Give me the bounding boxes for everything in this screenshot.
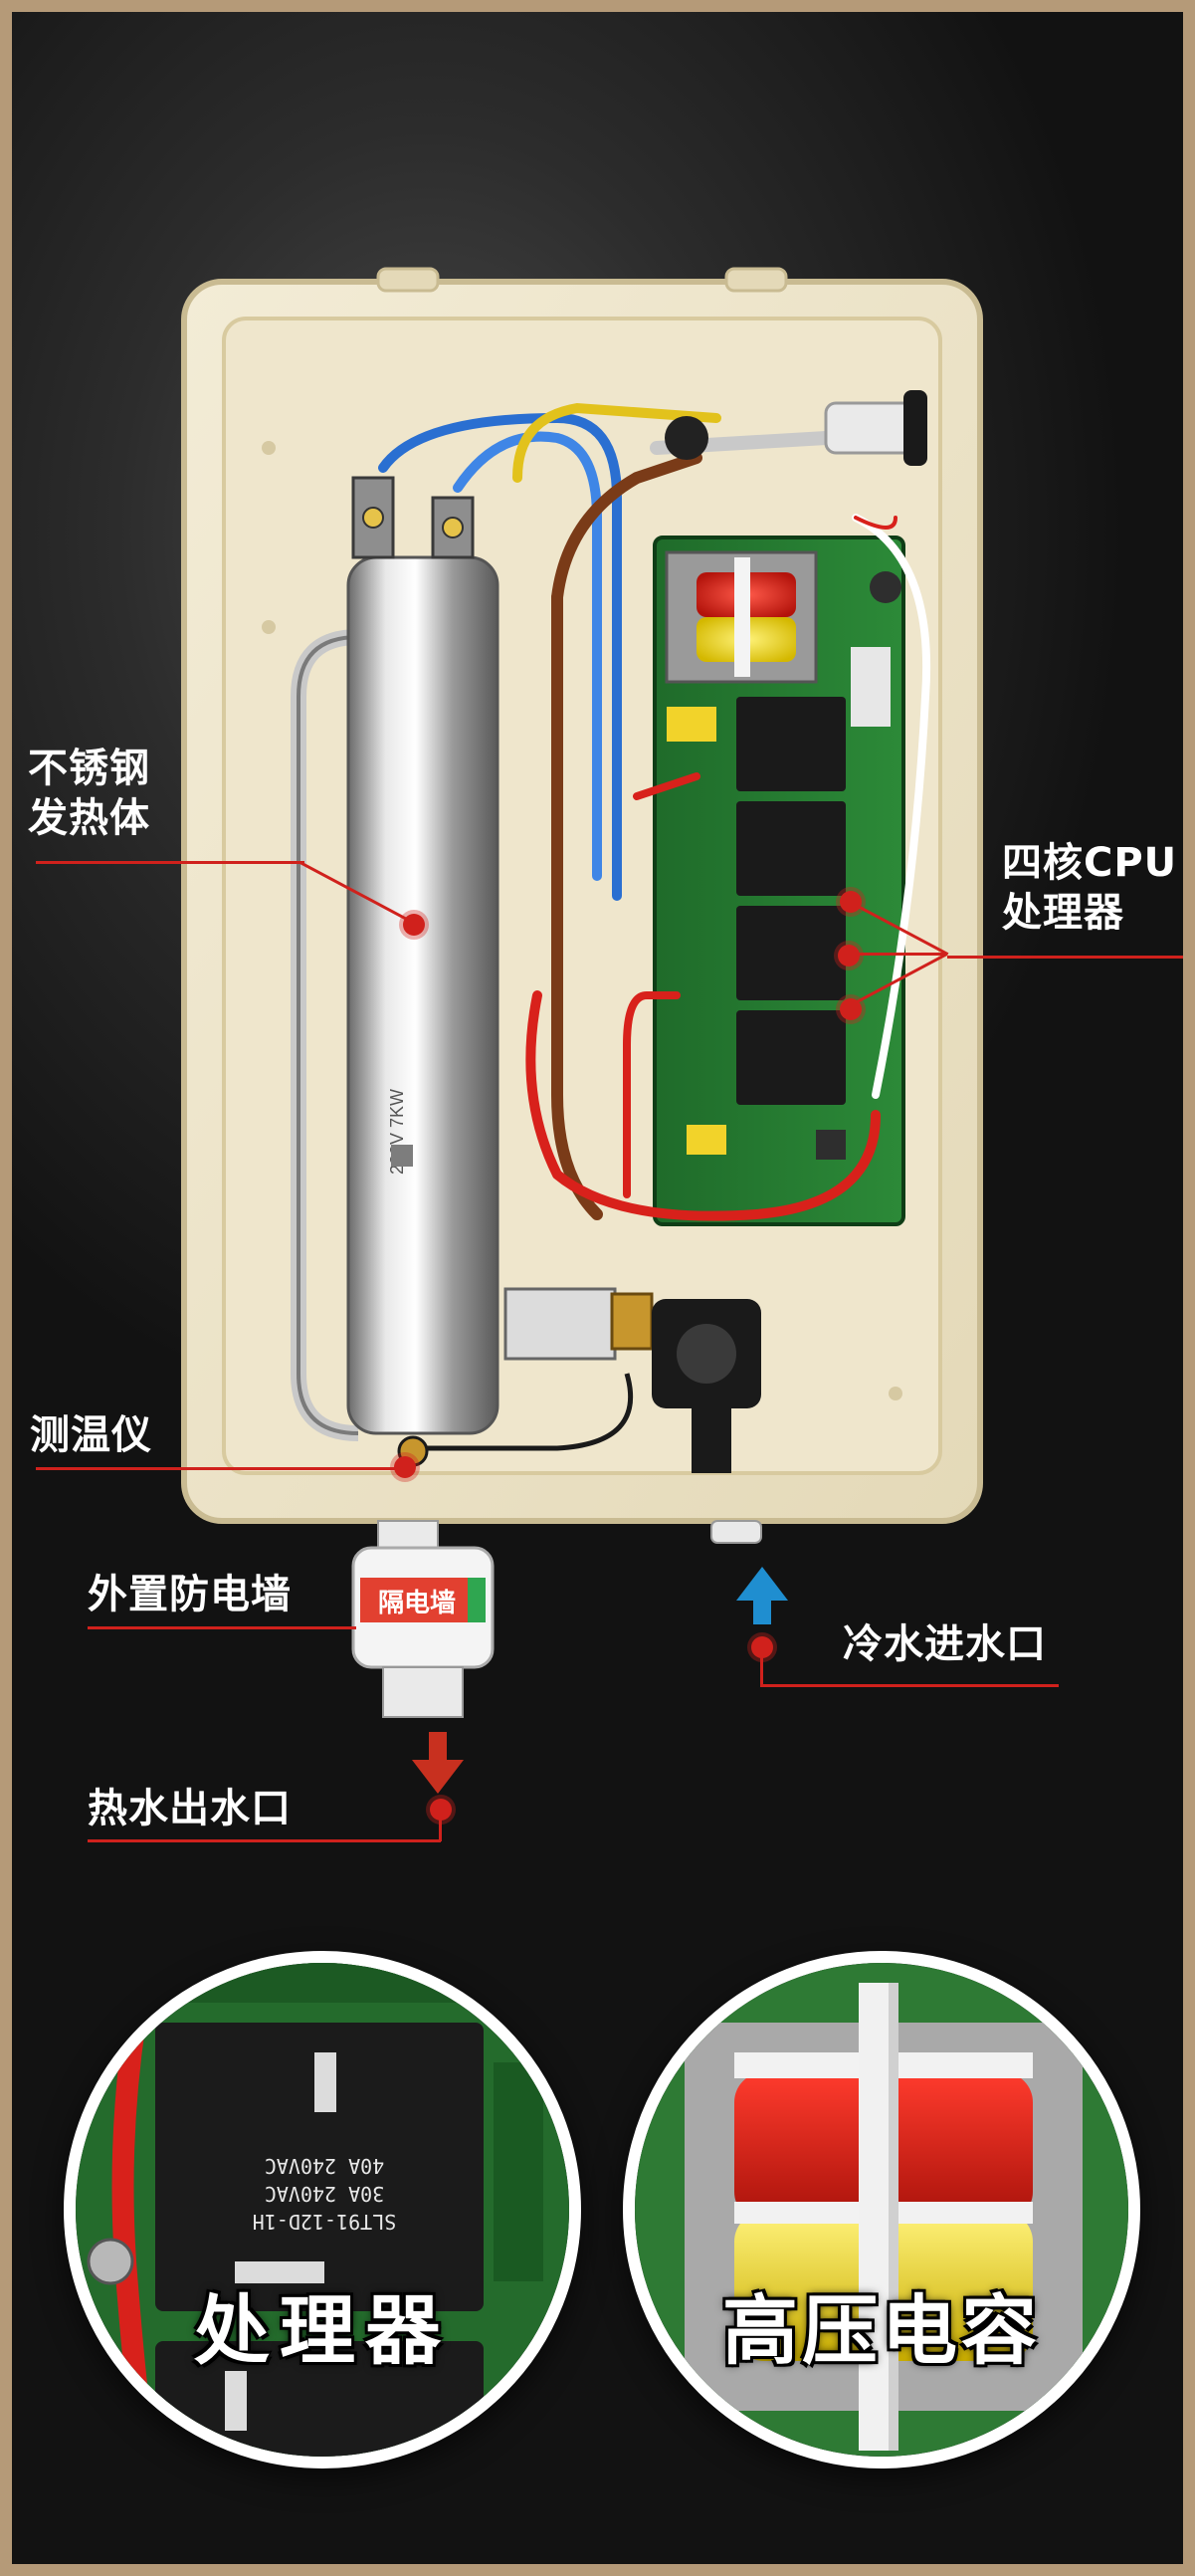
callout-heater-dot — [403, 914, 425, 936]
cold-inlet-arrow-shaft — [753, 1601, 771, 1624]
cold-inlet-nozzle — [710, 1520, 762, 1544]
zoom-relay-text: SLT91-12D-1H 30A 240VAC 40A 240VAC — [195, 2152, 454, 2236]
callout-cpu-label: 四核CPU 处理器 — [1002, 840, 1178, 936]
callout-cpu-dot-2 — [838, 945, 860, 966]
hot-outlet-arrow-shaft — [429, 1732, 447, 1762]
zoom-processor-caption: 处理器 — [194, 2286, 451, 2375]
callout-hot-outlet-dot — [430, 1799, 452, 1821]
callout-wall-line — [88, 1626, 356, 1629]
callout-cpu-line-b — [848, 953, 947, 956]
wall-sticker-text: 隔电墙 — [377, 1589, 456, 1618]
callout-thermometer-label: 测温仪 — [30, 1412, 152, 1458]
zoom-processor: SLT91-12D-1H 30A 240VAC 40A 240VAC 处理器 — [64, 1951, 581, 2469]
callout-hot-outlet-vline — [439, 1816, 442, 1841]
callout-hot-outlet-line — [88, 1839, 441, 1842]
hot-outlet-arrow — [412, 1760, 464, 1794]
callout-heater-line — [36, 861, 304, 864]
cold-inlet-arrow — [736, 1567, 788, 1601]
stainless-heater — [346, 555, 499, 1435]
callout-cold-inlet-line — [760, 1684, 1059, 1687]
callout-cpu-dot-1 — [840, 891, 862, 913]
callout-cold-inlet-vline — [760, 1654, 763, 1686]
callout-heater-label: 不锈钢 发热体 — [28, 746, 150, 841]
relay-label-line-2: 30A 240VAC — [264, 2182, 385, 2206]
callout-thermometer-line — [36, 1467, 404, 1470]
callout-thermometer-dot — [394, 1456, 416, 1478]
callout-cpu-line — [947, 956, 1183, 959]
zoom-processor-photo — [76, 1963, 569, 2457]
callout-wall-label: 外置防电墙 — [88, 1572, 292, 1617]
zoom-capacitor-caption: 高压电容 — [722, 2286, 1041, 2375]
zoom-capacitor-photo — [635, 1963, 1128, 2457]
callout-hot-outlet-label: 热水出水口 — [88, 1786, 292, 1831]
zoom-capacitor: 高压电容 — [623, 1951, 1140, 2469]
relay-label-line-3: 40A 240VAC — [264, 2154, 385, 2178]
relay-stack — [736, 697, 846, 1105]
relay-label-line-1: SLT91-12D-1H — [252, 2210, 397, 2234]
callout-cpu-dot-3 — [840, 998, 862, 1020]
callout-cold-inlet-label: 冷水进水口 — [843, 1621, 1047, 1667]
callout-cold-inlet-dot — [751, 1636, 773, 1658]
